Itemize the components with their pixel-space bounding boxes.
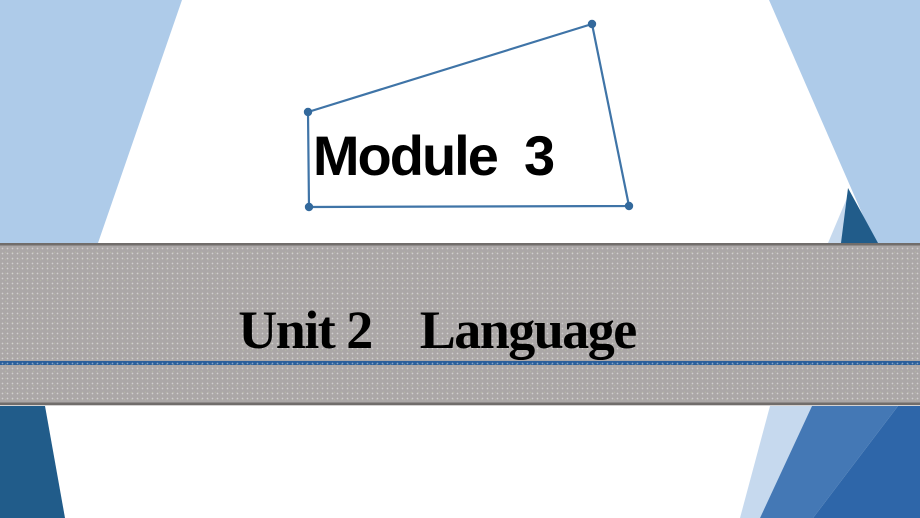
deco-triangle-above-banner [841, 188, 878, 243]
banner-bottom-border [0, 402, 920, 406]
deco-sliver-above-banner [828, 198, 847, 243]
deco-wedge-bottom-left [0, 406, 65, 518]
vertex-handle-bottom-left[interactable] [304, 202, 314, 212]
deco-wedge-top-left [0, 0, 182, 243]
vertex-handle-bottom-right[interactable] [624, 201, 634, 211]
vertex-handle-left[interactable] [303, 107, 313, 117]
deco-wedge-top-right [769, 0, 920, 243]
module-title-shape[interactable] [308, 24, 629, 207]
unit-title-text[interactable]: Unit 2 Language [238, 300, 637, 360]
deco-band-bottom-right [760, 406, 898, 518]
vertex-handle-top-right[interactable] [587, 19, 597, 29]
module-title-text[interactable]: Module 3 [312, 124, 555, 187]
unit-banner-background [0, 243, 920, 405]
banner-rule-line [0, 361, 920, 365]
deco-block-bottom-right [813, 406, 920, 518]
banner-top-border [0, 243, 920, 246]
deco-sliver-bottom-right [740, 406, 812, 518]
